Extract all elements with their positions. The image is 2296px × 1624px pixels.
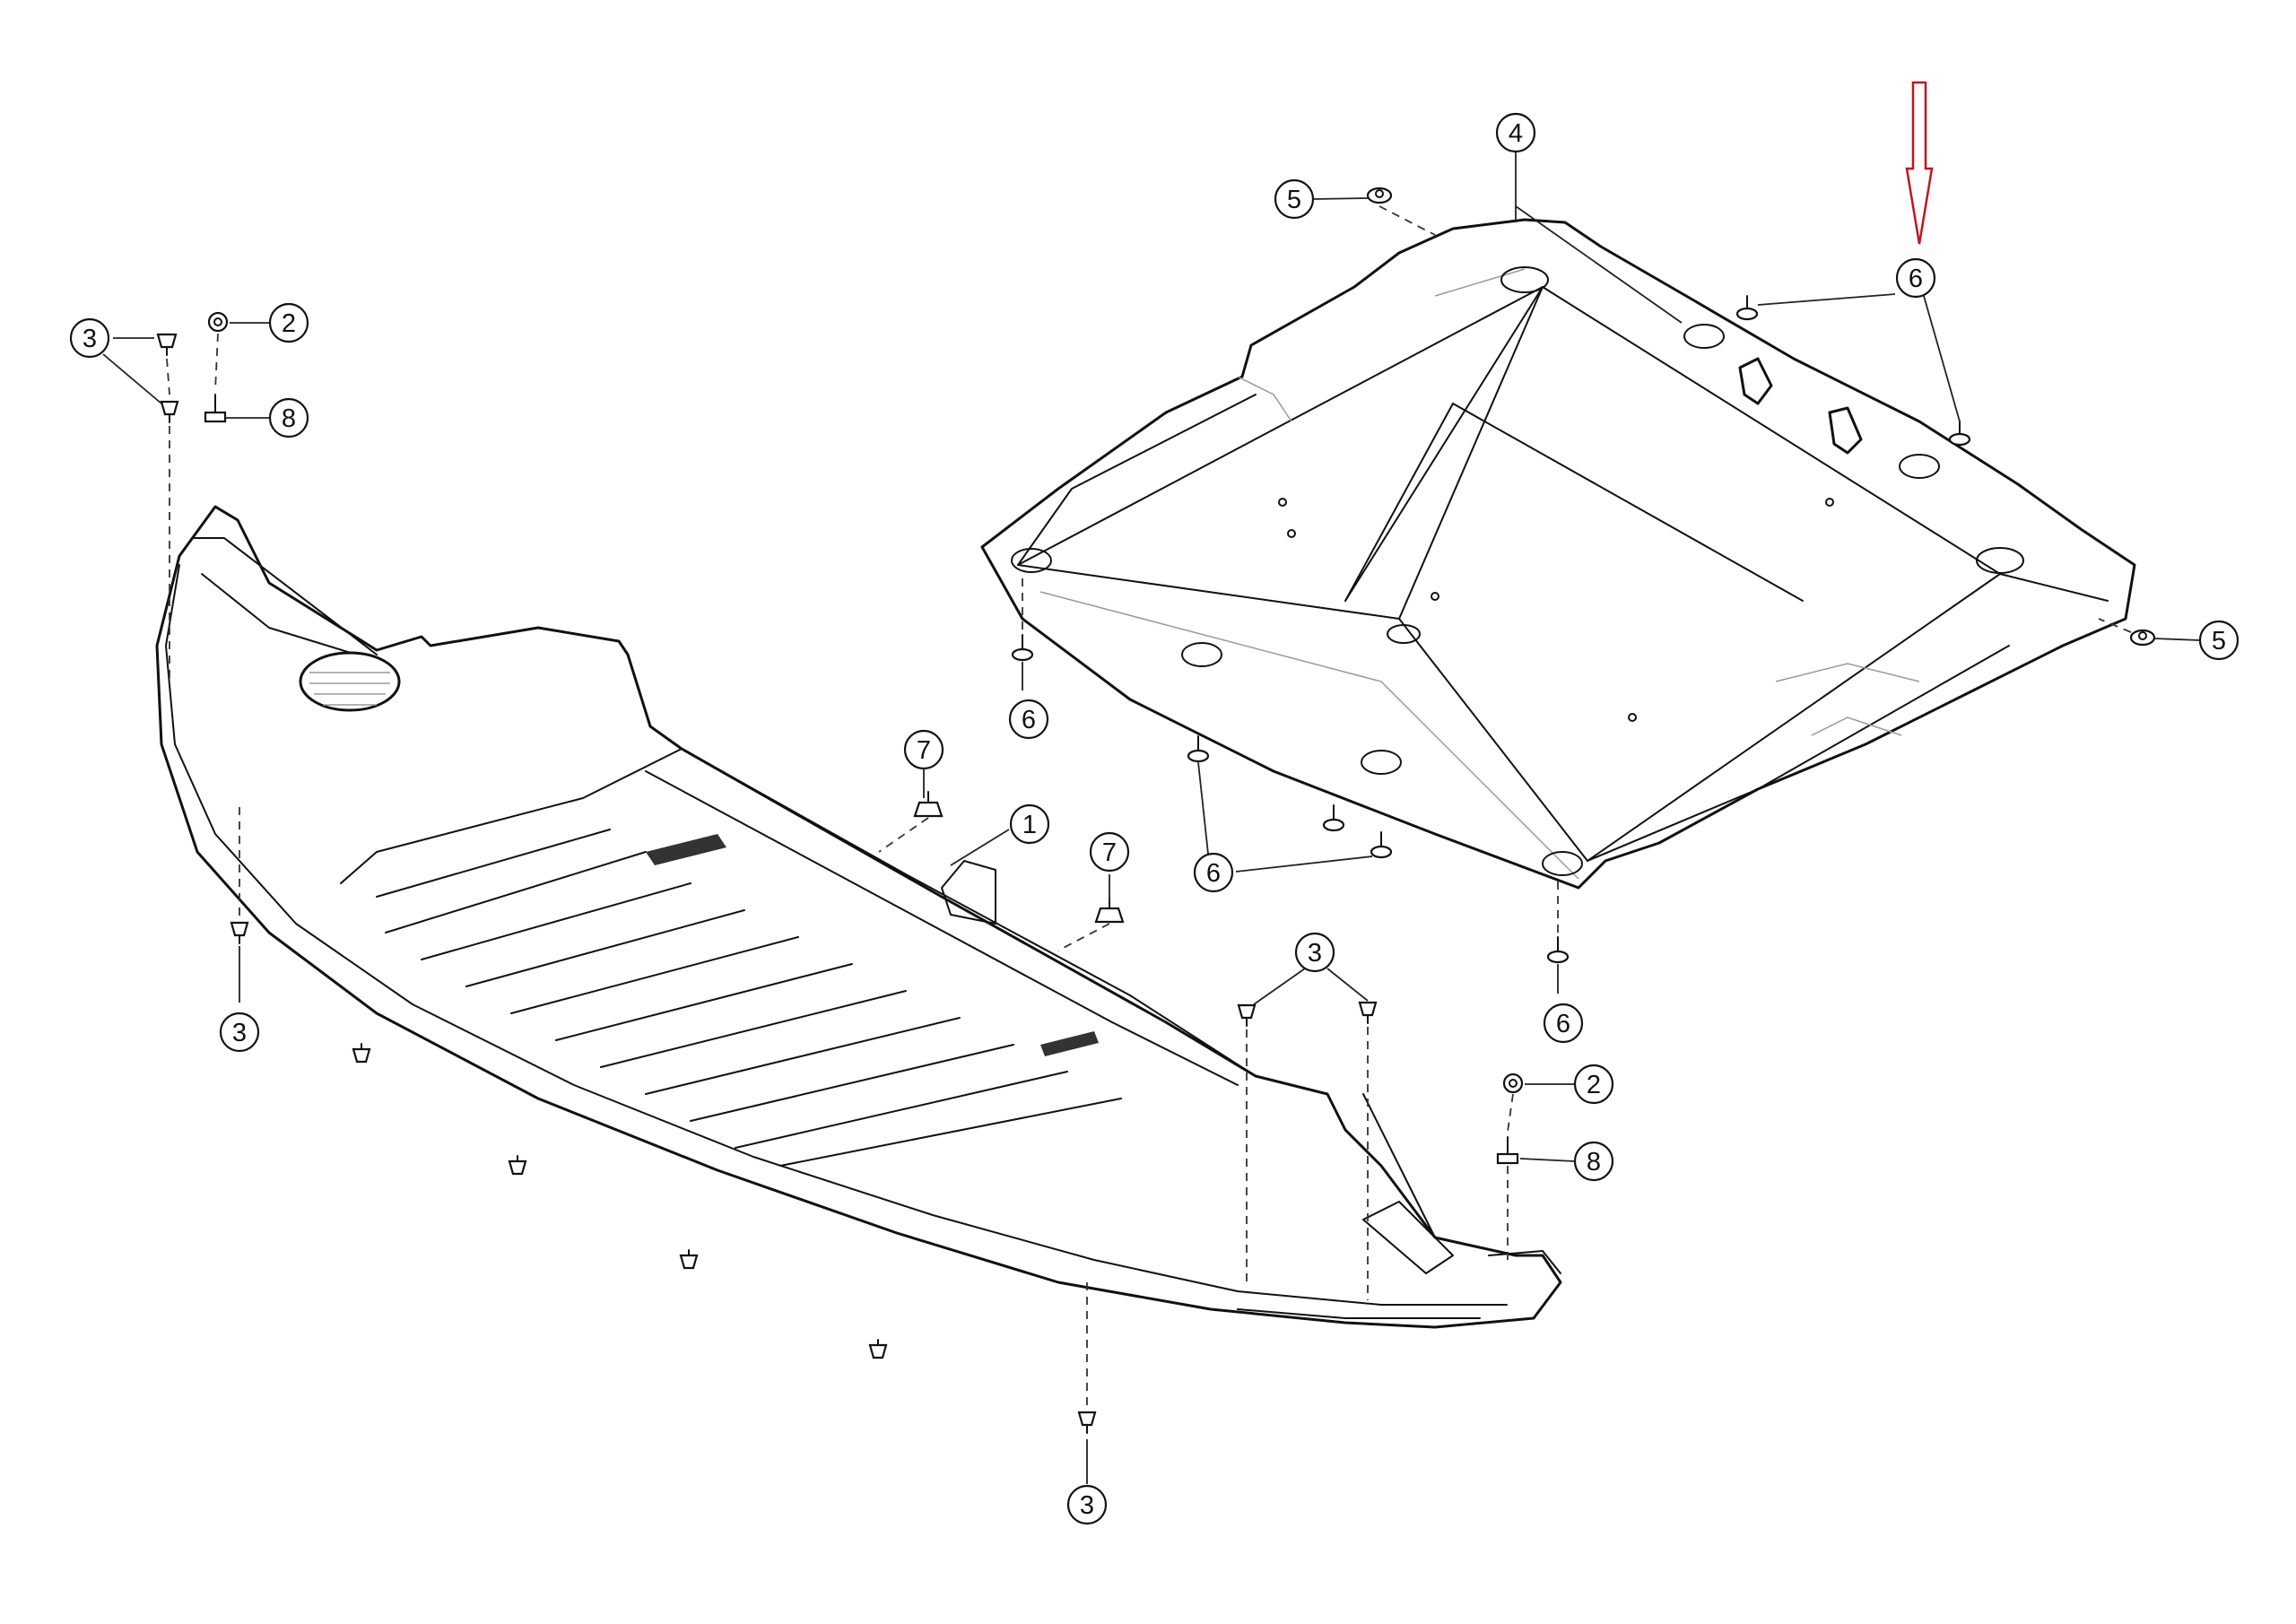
svg-text:7: 7: [917, 736, 931, 765]
svg-text:3: 3: [1080, 1491, 1094, 1520]
fastener-screw: [1735, 295, 1759, 321]
svg-text:3: 3: [1308, 939, 1322, 968]
fastener-retainer: [913, 791, 944, 818]
fastener-clip: [156, 333, 178, 356]
fasteners: [156, 187, 2156, 1434]
callout-6: 6: [1543, 1003, 1584, 1044]
svg-text:8: 8: [282, 404, 296, 433]
fastener-screw: [1546, 936, 1570, 964]
bumper-lower-cover-part-1: [155, 505, 1562, 1329]
fastener-clip: [160, 400, 179, 423]
callout-1: 1: [1009, 803, 1050, 845]
callout-8: 8: [1573, 1141, 1614, 1182]
callout-6: 6: [1008, 699, 1049, 740]
callouts: 1 2 2 3 3 3 3 4 5 5 6 6 6 6 7 7 8 8: [69, 112, 2239, 1525]
svg-text:6: 6: [1022, 706, 1036, 734]
callout-3: 3: [1066, 1484, 1108, 1525]
fastener-clip: [1358, 1001, 1378, 1024]
fastener-retainer: [1094, 897, 1125, 924]
fastener-clip: [230, 921, 249, 944]
underbody-panel-part-4: [980, 218, 2136, 890]
svg-text:3: 3: [83, 325, 97, 353]
callout-7: 7: [1089, 831, 1130, 873]
fastener-washer-nut: [1366, 187, 1393, 204]
callout-6: 6: [1895, 257, 1936, 299]
svg-text:2: 2: [1587, 1071, 1601, 1099]
fastener-bolt: [204, 394, 227, 423]
svg-text:6: 6: [1909, 265, 1923, 293]
callout-4: 4: [1495, 112, 1536, 153]
callout-6: 6: [1193, 852, 1234, 893]
callout-2: 2: [1573, 1064, 1614, 1105]
fastener-screw: [1370, 831, 1393, 859]
fastener-bolt: [1496, 1136, 1519, 1165]
callout-2: 2: [268, 302, 309, 343]
svg-text:2: 2: [282, 309, 296, 338]
fastener-clip: [868, 1339, 888, 1359]
svg-text:5: 5: [1287, 186, 1301, 214]
callout-7: 7: [903, 729, 944, 770]
svg-text:1: 1: [1022, 811, 1037, 839]
svg-text:7: 7: [1102, 838, 1117, 867]
highlight-arrow: [1905, 81, 1934, 245]
fastener-washer-nut: [2129, 629, 2156, 647]
svg-text:3: 3: [232, 1019, 247, 1047]
fastener-screw: [1322, 804, 1345, 832]
fastener-screw: [1187, 735, 1210, 763]
svg-text:6: 6: [1556, 1010, 1570, 1038]
fastener-clip: [1237, 1003, 1257, 1027]
callout-8: 8: [268, 397, 309, 439]
svg-text:5: 5: [2212, 627, 2226, 656]
callout-3: 3: [69, 317, 110, 359]
callout-3: 3: [219, 1012, 260, 1053]
fastener-clip: [352, 1043, 371, 1064]
callout-5: 5: [1274, 178, 1315, 220]
fastener-clip: [1077, 1411, 1097, 1434]
fastener-clip: [508, 1155, 527, 1176]
fastener-screw: [1011, 634, 1034, 662]
fastener-clip: [679, 1249, 699, 1270]
callout-5: 5: [2198, 620, 2239, 661]
callout-3: 3: [1294, 932, 1335, 973]
fastener-screw: [1948, 421, 1971, 447]
assembly-lines: [166, 205, 2132, 1408]
svg-text:8: 8: [1587, 1148, 1601, 1177]
leader-lines: [102, 151, 2201, 1484]
svg-text:6: 6: [1206, 859, 1221, 888]
fastener-nut: [207, 311, 229, 333]
fastener-nut: [1502, 1073, 1524, 1094]
svg-text:4: 4: [1509, 119, 1523, 148]
